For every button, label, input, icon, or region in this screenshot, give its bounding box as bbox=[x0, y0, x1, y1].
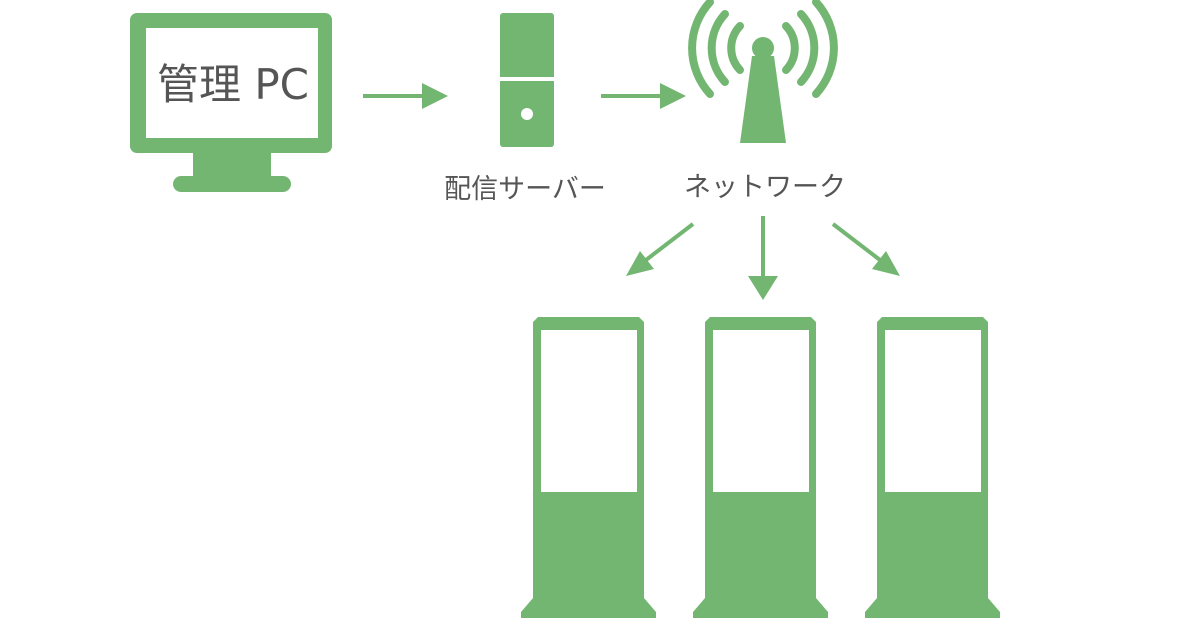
antenna-icon bbox=[688, 0, 838, 143]
network-label: ネットワーク bbox=[684, 172, 846, 203]
arrow-pc-to-server bbox=[363, 83, 448, 109]
server-label: 配信サーバー bbox=[444, 174, 606, 205]
arrows-network-to-signage bbox=[626, 216, 900, 300]
monitor-icon bbox=[130, 13, 332, 192]
arrow-server-to-network bbox=[601, 83, 686, 109]
digital-signage-icon bbox=[693, 317, 828, 618]
digital-signage-icon bbox=[865, 317, 1000, 618]
server-tower-icon bbox=[500, 13, 554, 147]
digital-signage-icon bbox=[521, 317, 656, 618]
admin-pc-label: 管理 PC bbox=[156, 60, 309, 109]
